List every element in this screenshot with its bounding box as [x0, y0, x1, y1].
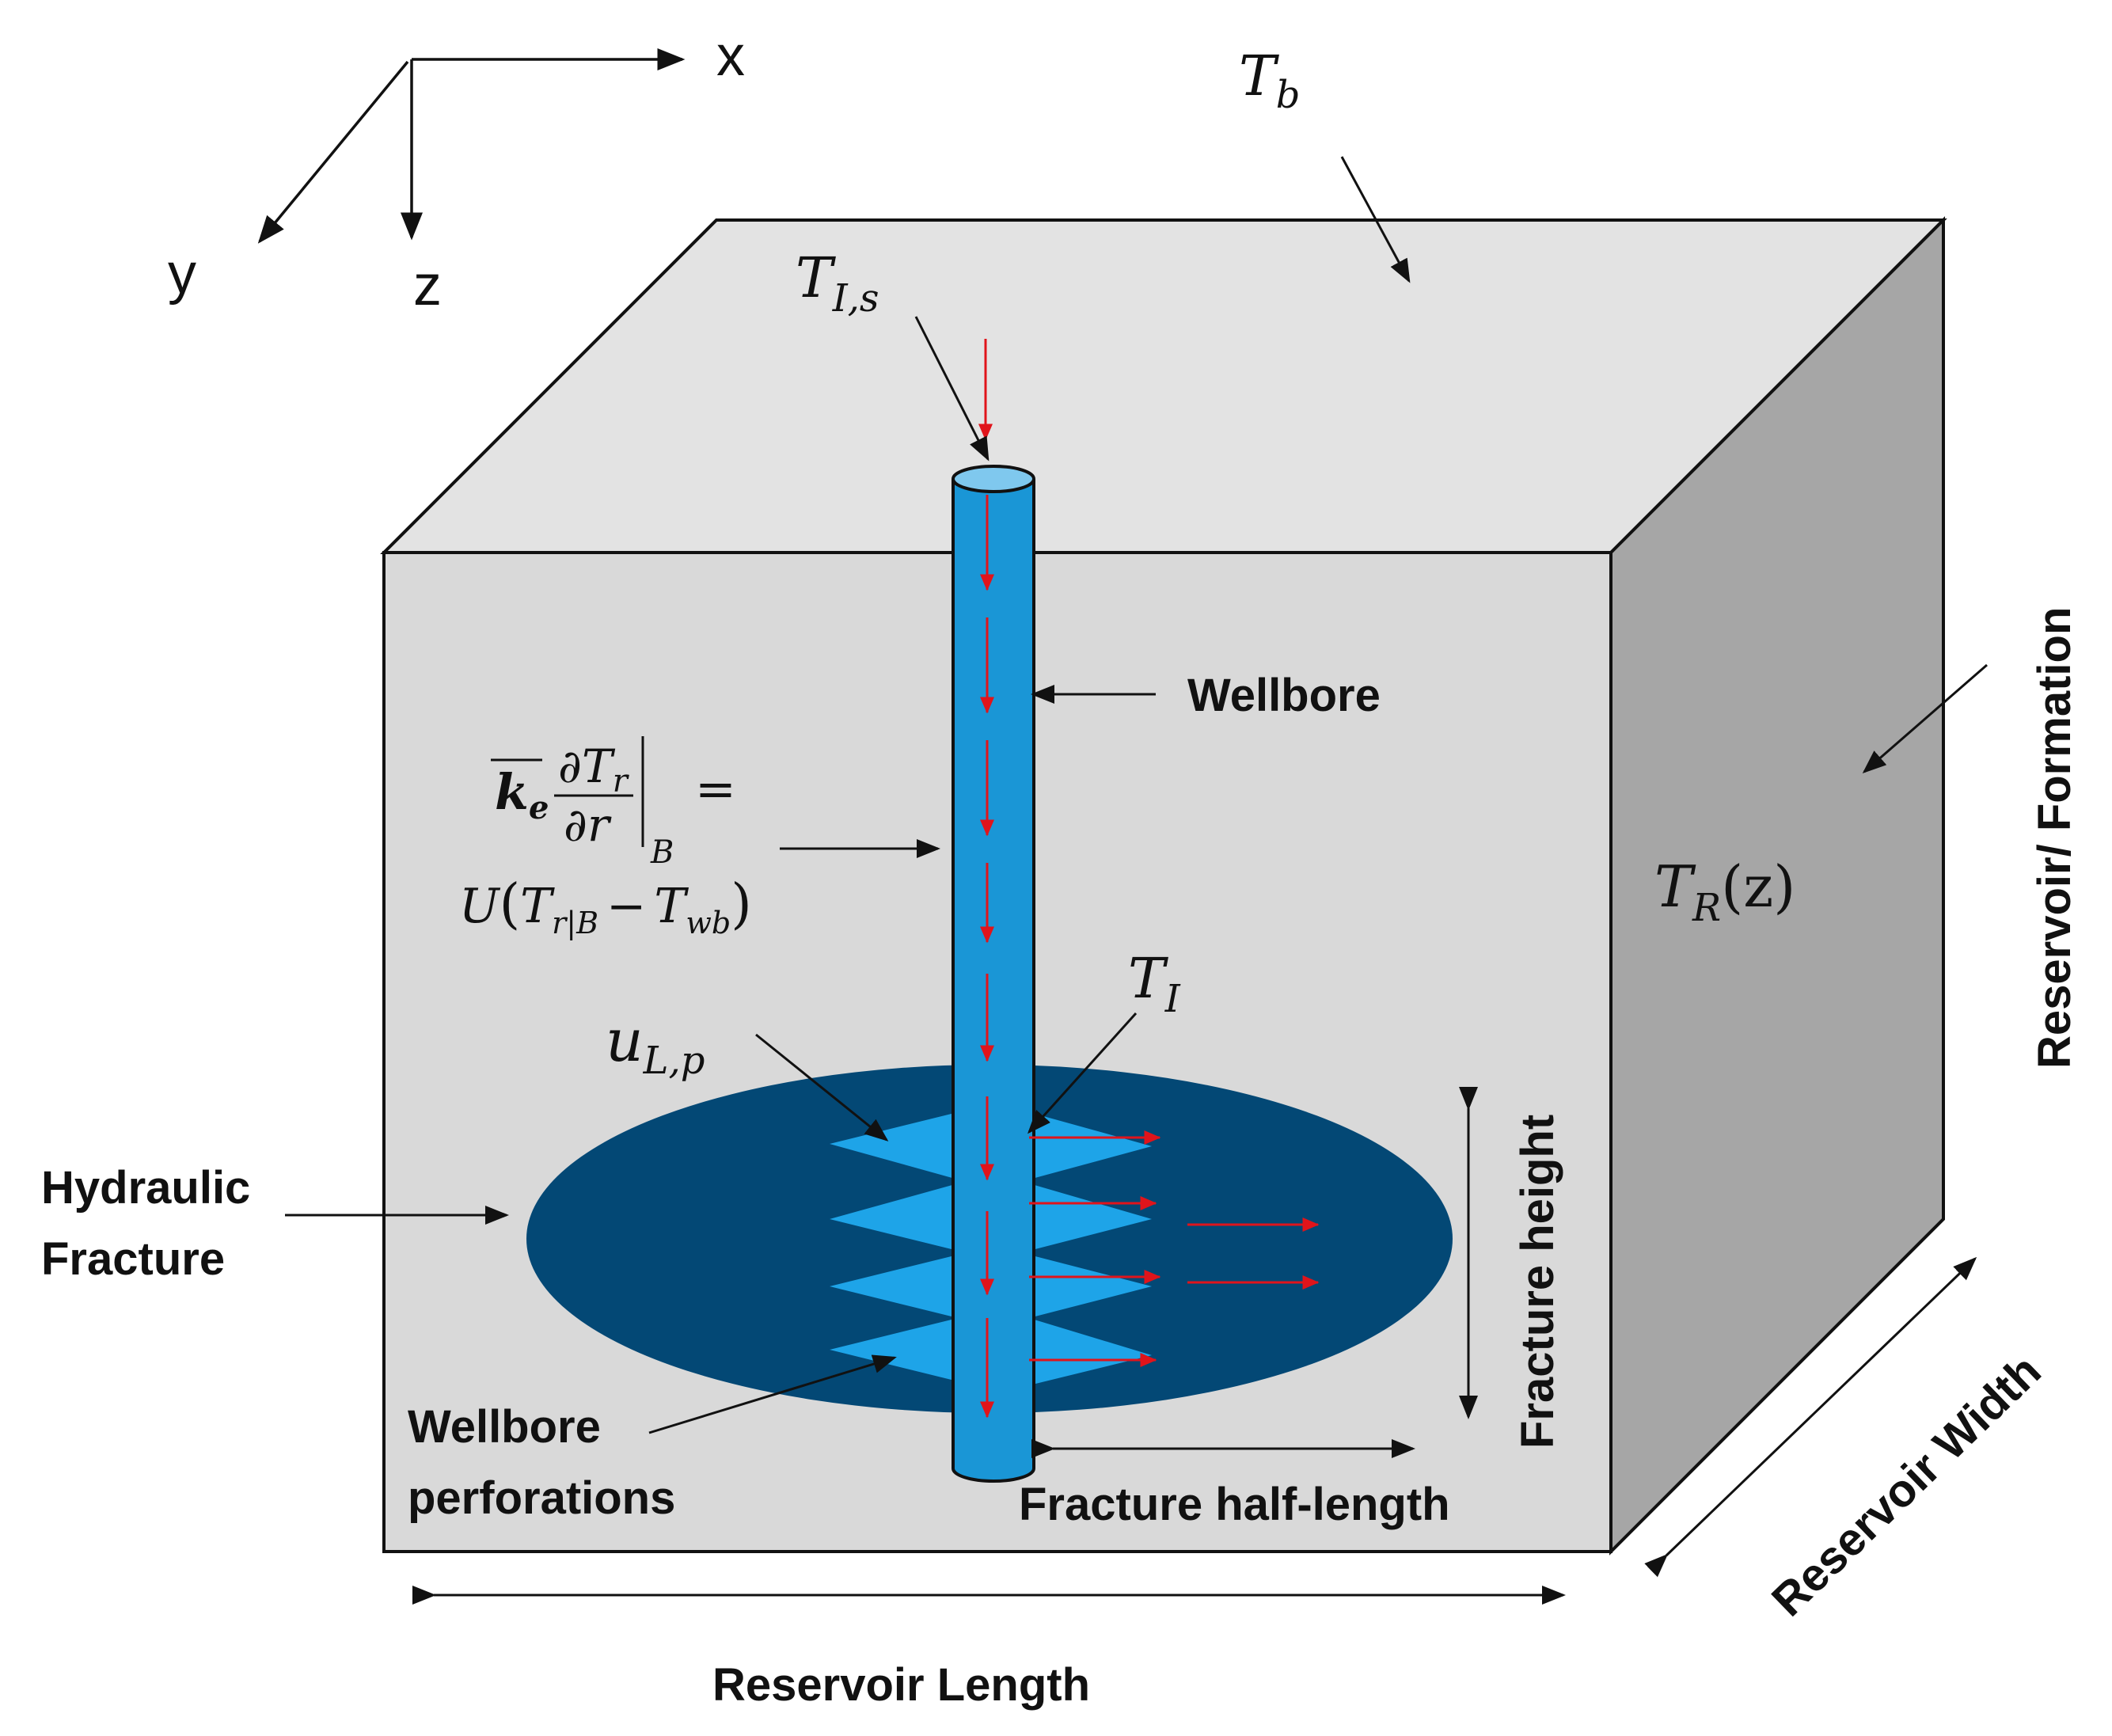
tb-pointer [1340, 156, 1411, 283]
wellbore-body [952, 479, 1035, 1483]
wellbore-perforations-label-line2: perforations [408, 1472, 675, 1524]
evaluation-subscript: B [650, 834, 674, 871]
ti-pointer [1027, 1012, 1138, 1134]
fracture-height-label: Fracture height [1512, 1115, 1563, 1449]
hydraulic-fracture-label-line2: Fracture [41, 1233, 225, 1285]
x-axis-label: x [716, 25, 745, 88]
coordinate-axes: x y z [168, 25, 745, 317]
wellbore-top-cap [952, 465, 1035, 493]
ulp-symbol: uL,p [606, 1007, 705, 1083]
wellbore-perforations [830, 1112, 1152, 1385]
tis-symbol: TI,s [796, 245, 879, 321]
reservoir-width-label: Reservoir Width [1762, 1345, 2051, 1626]
perforation-right-1 [1029, 1112, 1152, 1179]
fracture-half-length-label: Fracture half-length [1019, 1479, 1450, 1530]
perforation-left-3 [830, 1255, 958, 1318]
formation-pointer [1862, 663, 1988, 773]
y-axis-label: y [168, 242, 196, 306]
reservoir-width-arrow [1644, 1256, 1977, 1578]
wellbore-label: Wellbore [1187, 670, 1381, 721]
reservoir-length-label: Reservoir Length [712, 1659, 1090, 1711]
perforation-right-3 [1029, 1255, 1152, 1318]
perforation-right-2 [1029, 1183, 1152, 1251]
flow-arrows [978, 339, 1320, 1419]
tr-z-symbol: TR(z) [1654, 853, 1795, 930]
ti-symbol: TI [1128, 946, 1181, 1021]
derivative-numerator: ∂Tr [558, 739, 630, 800]
boundary-condition-equation: ke ∂Tr ∂r B = U(Tr|B−Twb) [459, 736, 752, 940]
perforations-pointer [648, 1354, 897, 1434]
z-axis-label: z [413, 254, 442, 317]
derivative-denominator: ∂r [564, 798, 612, 852]
wellbore-perforations-label-line1: Wellbore [408, 1401, 601, 1453]
ulp-pointer [755, 1033, 889, 1142]
perforation-left-4 [830, 1318, 958, 1381]
wellbore [952, 465, 1035, 1483]
equals-sign: = [695, 760, 736, 818]
k-effective: ke [495, 763, 549, 826]
perforation-left-1 [830, 1112, 958, 1179]
reservoir-formation-label: Reservoir/ Formation [2029, 607, 2080, 1069]
annotation-arrows [285, 156, 1988, 1434]
math-symbols: Tb TI,s TI uL,p TR(z) ke ∂Tr ∂r B = [459, 44, 1795, 1083]
perforation-left-2 [830, 1183, 958, 1251]
heat-transfer-rhs: U(Tr|B−Twb) [459, 873, 752, 940]
hydraulic-fracture-label-line1: Hydraulic [41, 1162, 250, 1214]
y-axis-arrow [257, 60, 409, 244]
perforation-right-4 [1029, 1318, 1152, 1385]
tis-pointer [914, 316, 990, 462]
dimension-arrows [412, 1087, 1977, 1605]
tb-symbol: Tb [1239, 44, 1300, 117]
